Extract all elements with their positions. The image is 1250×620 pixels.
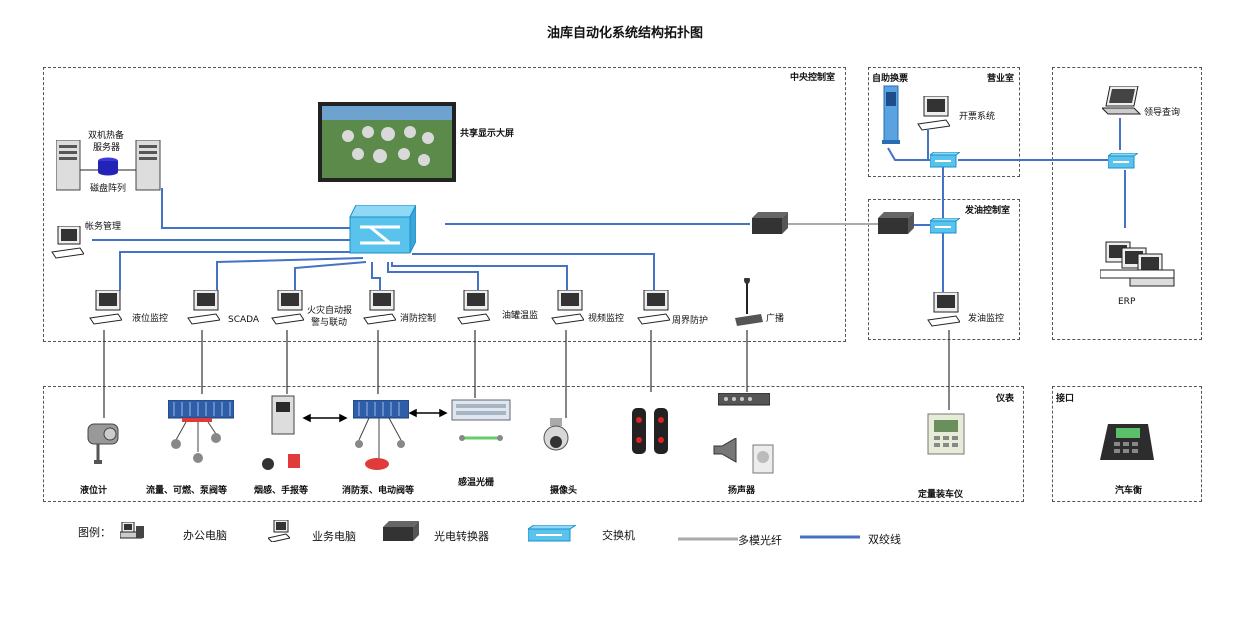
ws-scada-icon (186, 289, 221, 332)
fire-alarm-panel-icon (258, 394, 308, 478)
instruments-zone (43, 386, 1024, 502)
core-switch-icon (346, 204, 417, 261)
legend-fiber-label: 多模光纤 (738, 534, 782, 547)
dispatch-switch-icon (928, 217, 962, 238)
loader-label: 定量装车仪 (918, 490, 964, 500)
legend-biz-pc-label: 业务电脑 (312, 530, 356, 543)
ws-fire-control-label: 消防控制 (400, 314, 437, 324)
ws-level-label: 液位监控 (132, 314, 169, 324)
link-ws5 (387, 262, 479, 290)
legend-fiber-line (678, 537, 738, 541)
wall-speaker-icon (752, 444, 774, 478)
broadcast-label: 广播 (766, 314, 785, 324)
big-screen-icon (318, 102, 456, 188)
smoke-label: 烟感、手报等 (254, 486, 309, 496)
accounting-label: 帐务管理 (85, 222, 122, 232)
fire-pump-panel-icon (352, 399, 410, 478)
horn-speaker-icon (710, 437, 740, 468)
ws-fire-alarm-icon (270, 289, 305, 332)
business-label: 营业室 (987, 74, 1015, 84)
instruments-label: 仪表 (996, 394, 1015, 404)
ws-video-icon (550, 289, 585, 332)
central-control-zone (43, 67, 846, 342)
legend-biz-pc-icon (267, 519, 291, 546)
link-ws3 (294, 261, 367, 290)
ws-perimeter-label: 周界防护 (672, 316, 709, 326)
ws-tank-temp-label: 油罐温监 (502, 311, 539, 321)
kiosk-icon (878, 84, 904, 150)
legend-prefix: 图例： (78, 526, 111, 539)
link-ws2 (216, 257, 364, 290)
diagram-title: 油库自动化系统结构拓扑图 (546, 26, 703, 41)
accounting-computer-icon (50, 225, 85, 266)
legend-office-pc-icon (119, 521, 146, 544)
ws-fire-alarm-label-1: 火灾自动报 (307, 306, 353, 316)
camera-icon (540, 418, 574, 462)
level-gauge-icon (84, 418, 122, 472)
link-ws7 (412, 253, 655, 290)
erp-computers-icon (1099, 238, 1180, 294)
leader-label: 领导查询 (1144, 108, 1181, 118)
leader-switch-icon (1106, 152, 1140, 173)
fire-pump-label: 消防泵、电动阀等 (342, 486, 415, 496)
legend-converter-label: 光电转换器 (434, 530, 489, 543)
interface-label: 接口 (1056, 394, 1075, 404)
truck-scale-icon (1098, 420, 1156, 470)
microphone-icon (733, 276, 763, 334)
converter-icon (752, 212, 788, 240)
amplifier-icon (717, 392, 771, 411)
link-ws4 (371, 262, 381, 290)
dispatch-monitor-label: 发油监控 (968, 314, 1005, 324)
big-screen-label: 共享显示大屏 (460, 129, 515, 139)
interface-zone (1052, 386, 1202, 502)
server-icon (55, 139, 166, 196)
server-label-1: 双机热备 (88, 131, 125, 141)
ticket-computer-icon (916, 95, 951, 138)
dispatch-label: 发油控制室 (965, 206, 1011, 216)
fiber-sensor-label: 感温光栅 (458, 478, 495, 488)
legend-converter-icon (383, 521, 419, 547)
fiber-sensor-icon (450, 398, 512, 452)
perimeter-sensor-icon (630, 406, 674, 462)
camera-label: 摄像头 (550, 486, 578, 496)
central-control-label: 中央控制室 (790, 73, 836, 83)
dispatch-computer-icon (926, 291, 961, 334)
link-ws1 (119, 251, 360, 290)
flow-label: 流量、可燃、泵阀等 (146, 486, 228, 496)
legend-twisted-line (800, 535, 860, 539)
ws-tank-temp-icon (456, 289, 491, 332)
legend-office-pc-label: 办公电脑 (183, 529, 227, 542)
truck-scale-label: 汽车衡 (1115, 486, 1143, 496)
self-service-label: 自助换票 (872, 74, 909, 84)
disk-array-label: 磁盘阵列 (90, 184, 127, 194)
ws-perimeter-icon (636, 289, 671, 332)
link-selfservice (887, 147, 930, 161)
erp-label: ERP (1118, 297, 1136, 307)
ticket-label: 开票系统 (959, 112, 996, 122)
link-server-switch (161, 188, 350, 229)
legend-twisted-label: 双绞线 (868, 533, 901, 546)
ws-scada-label: SCADA (228, 315, 260, 325)
disk-array-icon (97, 157, 119, 181)
ws-video-label: 视频监控 (588, 314, 625, 324)
laptop-icon (1100, 85, 1142, 122)
loader-icon (926, 412, 966, 460)
link-ws6 (391, 262, 568, 290)
ws-level-icon (88, 289, 123, 332)
server-label-2: 服务器 (93, 143, 121, 153)
speaker-label: 扬声器 (728, 486, 756, 496)
leader-zone (1052, 67, 1202, 340)
level-gauge-label: 液位计 (80, 486, 108, 496)
business-switch-icon (928, 151, 962, 172)
legend-switch-label: 交换机 (602, 529, 635, 542)
ws-fire-control-icon (362, 289, 397, 332)
ws-fire-alarm-label-2: 警与联动 (311, 318, 348, 328)
dispatch-converter-icon (878, 212, 914, 240)
flow-panel-icon (167, 399, 235, 474)
legend-switch-icon (526, 524, 578, 547)
